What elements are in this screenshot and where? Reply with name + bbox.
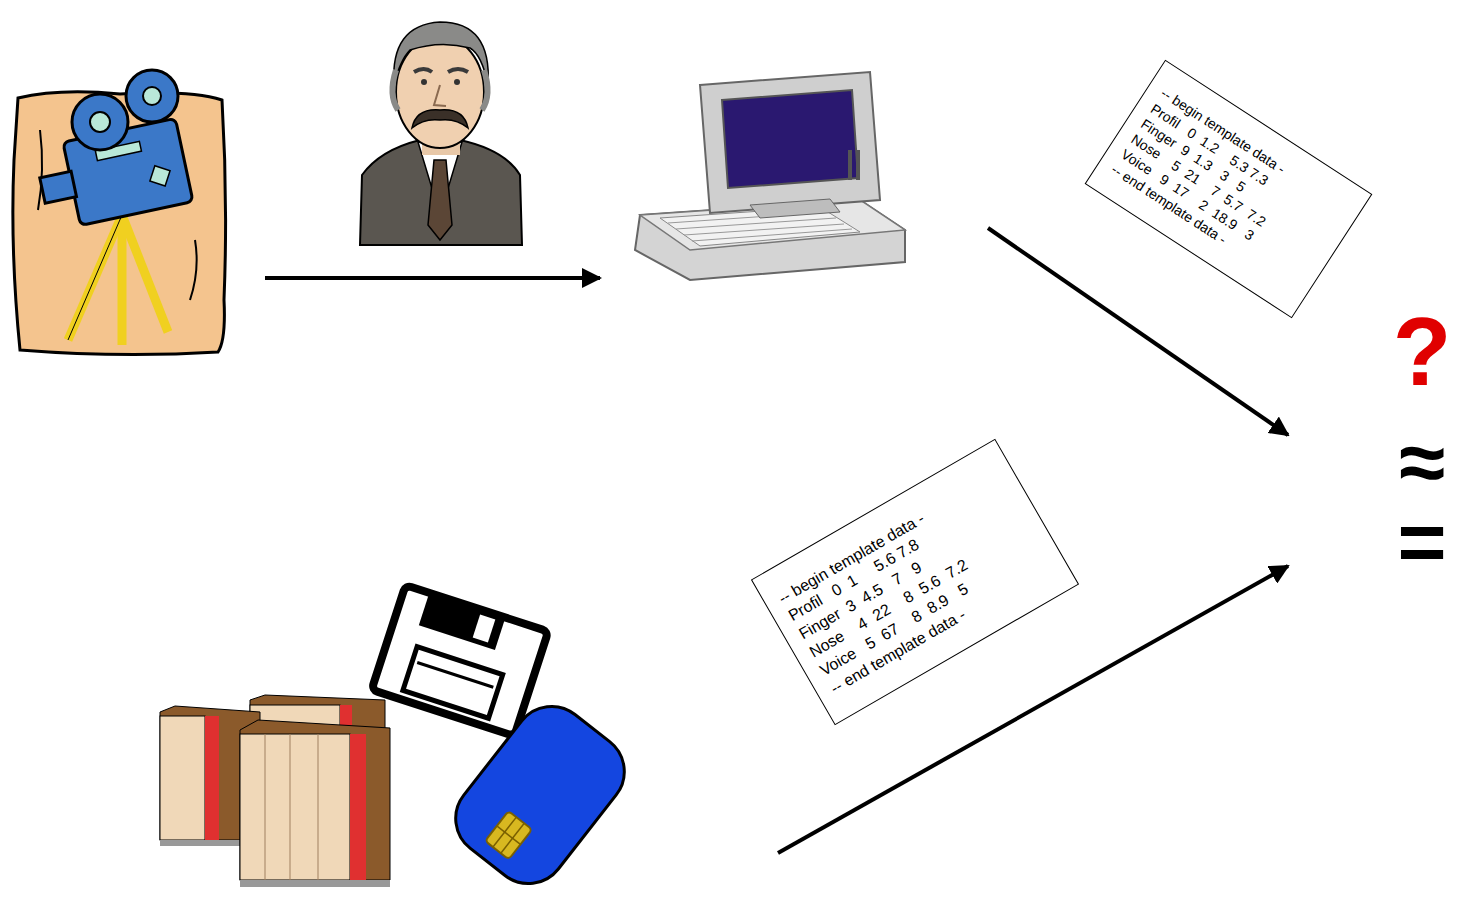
approx-symbol: ≈ (1399, 420, 1445, 504)
equals-symbol: = (1397, 500, 1446, 584)
template-card: -- begin template data -Profil 0 1.2 5.3… (1084, 60, 1372, 319)
video-camera (13, 70, 226, 355)
flow-arrow (265, 228, 1288, 853)
template-card: -- begin template data -Profil 0 1 5.6 7… (751, 439, 1079, 725)
server-cabinets (160, 695, 390, 887)
computer (635, 72, 905, 280)
floppy-disk (372, 585, 549, 736)
question-mark: ? (1393, 304, 1452, 400)
smart-card (440, 691, 639, 899)
person-portrait (360, 22, 522, 245)
